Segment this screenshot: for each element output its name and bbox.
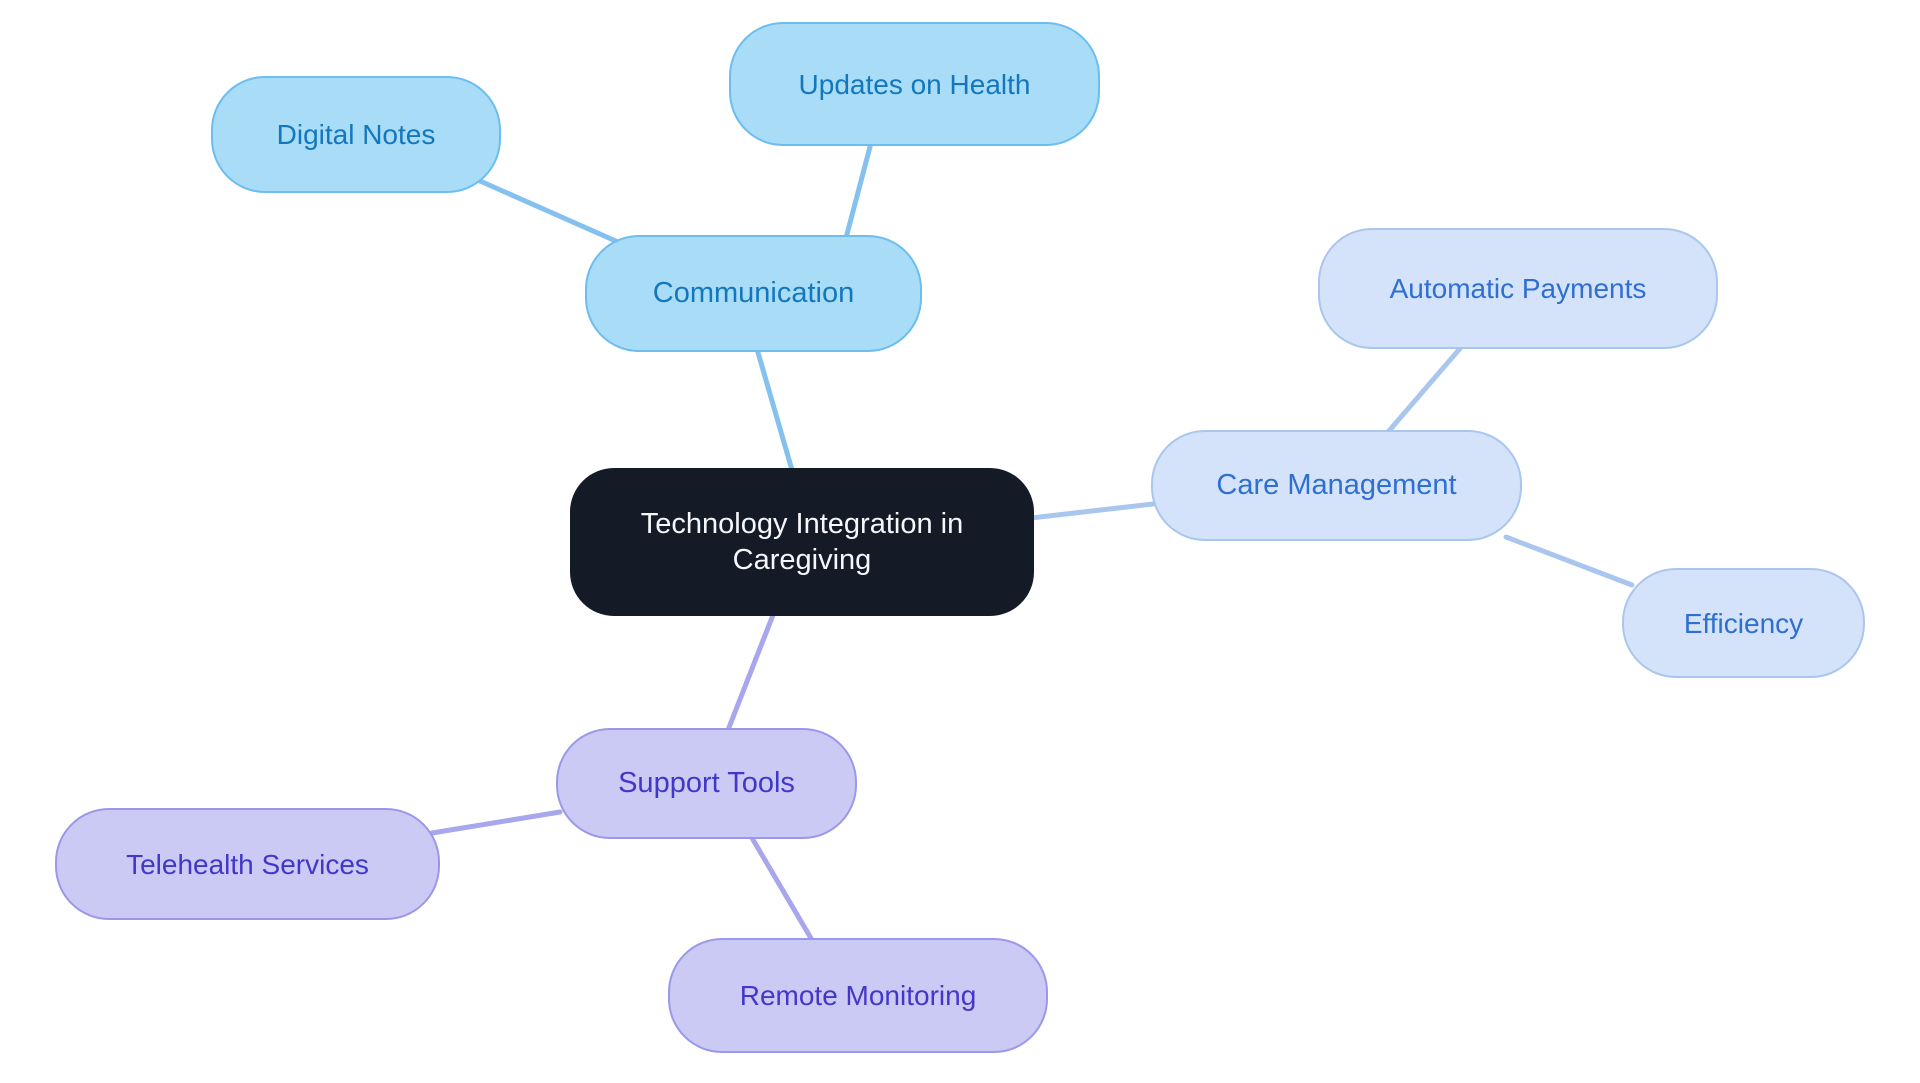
edge-communication-central bbox=[754, 346, 795, 473]
remote-monitoring-label: Remote Monitoring bbox=[739, 980, 977, 1011]
edge-support-remote-monitoring bbox=[749, 835, 815, 943]
edge-digital-notes-communication bbox=[477, 178, 621, 245]
node-remote-monitoring[interactable]: Remote Monitoring bbox=[668, 938, 1048, 1053]
automatic-payments-label: Automatic Payments bbox=[1389, 273, 1647, 304]
care-management-label: Care Management bbox=[1216, 469, 1457, 502]
edge-support-telehealth bbox=[429, 809, 563, 836]
node-telehealth-services[interactable]: Telehealth Services bbox=[55, 808, 440, 920]
support-tools-label: Support Tools bbox=[618, 767, 795, 800]
telehealth-services-label: Telehealth Services bbox=[126, 848, 369, 880]
node-central-topic[interactable]: Technology Integration in Caregiving bbox=[570, 468, 1034, 616]
edge-central-care-management bbox=[1028, 501, 1156, 521]
node-efficiency[interactable]: Efficiency bbox=[1622, 568, 1865, 678]
communication-label: Communication bbox=[652, 277, 855, 310]
node-automatic-payments[interactable]: Automatic Payments bbox=[1318, 228, 1718, 349]
edge-care-efficiency bbox=[1503, 534, 1635, 588]
efficiency-label: Efficiency bbox=[1683, 607, 1804, 639]
digital-notes-label: Digital Notes bbox=[276, 119, 436, 150]
node-support-tools[interactable]: Support Tools bbox=[556, 728, 857, 839]
node-updates-on-health[interactable]: Updates on Health bbox=[729, 22, 1100, 146]
central-topic-label: Technology Integration in Caregiving bbox=[640, 507, 964, 576]
updates-on-health-label: Updates on Health bbox=[798, 68, 1031, 100]
node-care-management[interactable]: Care Management bbox=[1151, 430, 1522, 541]
edge-automatic-payments-care bbox=[1385, 342, 1466, 435]
node-communication[interactable]: Communication bbox=[585, 235, 922, 352]
edge-updates-communication bbox=[843, 140, 874, 241]
node-digital-notes[interactable]: Digital Notes bbox=[211, 76, 501, 193]
edge-central-support-tools bbox=[725, 612, 776, 733]
